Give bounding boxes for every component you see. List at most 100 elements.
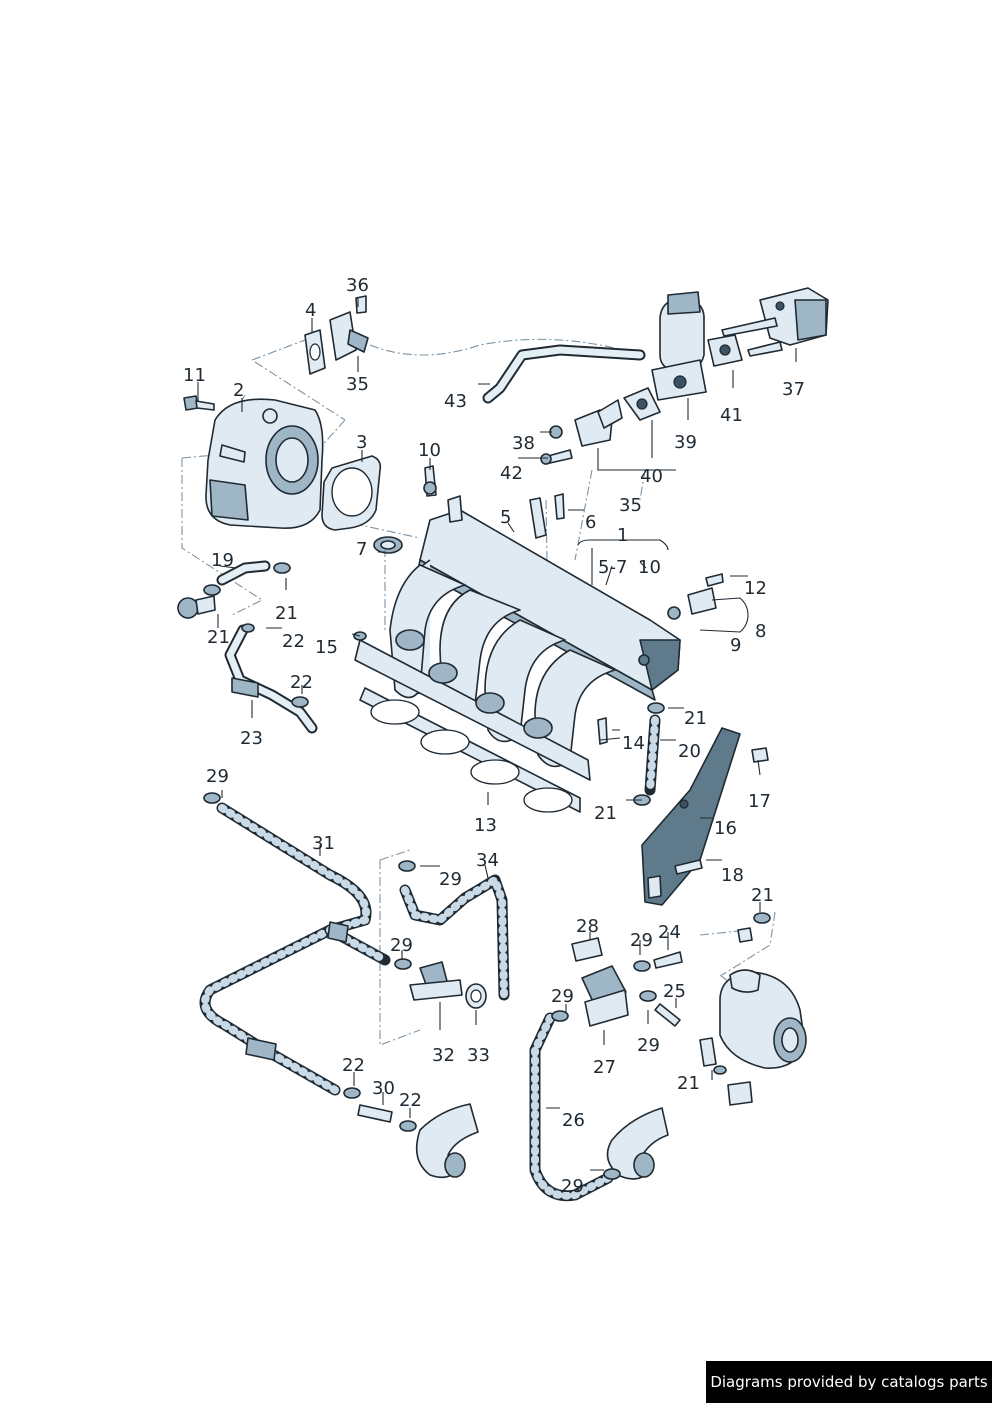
callout-21-manifold: 21 — [684, 708, 707, 729]
valve-left — [177, 595, 216, 619]
vacuum-hose-23 — [224, 624, 318, 734]
callout-37: 37 — [782, 379, 805, 400]
callout-30: 30 — [372, 1078, 395, 1099]
callout-31: 31 — [312, 833, 335, 854]
seal-7 — [373, 536, 403, 554]
callout-29-bottom: 29 — [561, 1176, 584, 1197]
callout-39: 39 — [674, 432, 697, 453]
support-bracket-16 — [641, 727, 741, 906]
gasket-4 — [304, 329, 326, 375]
callout-29-mid: 29 — [439, 869, 462, 890]
bracket-5 — [529, 497, 547, 539]
callout-38: 38 — [512, 433, 535, 454]
callout-14: 14 — [622, 733, 645, 754]
callout-19: 19 — [211, 550, 234, 571]
callout-6: 6 — [585, 512, 597, 533]
vacuum-hose-26 — [529, 1012, 614, 1202]
intake-manifold — [354, 495, 681, 781]
callout-1: 1 — [617, 525, 629, 546]
callout-5: 5 — [500, 507, 512, 528]
connector-30 — [357, 1104, 393, 1123]
vacuum-hose-19 — [216, 560, 271, 586]
callout-18: 18 — [721, 865, 744, 886]
bolt-6 — [554, 493, 565, 520]
turbocharger — [699, 927, 807, 1106]
callout-22-left: 22 — [282, 631, 305, 652]
bolt-17 — [751, 747, 769, 763]
egr-elbow-35 — [329, 295, 369, 361]
connector-25 — [654, 1003, 681, 1027]
callout-21-clamp: 21 — [275, 603, 298, 624]
callout-8: 8 — [755, 621, 767, 642]
callout-24: 24 — [658, 922, 681, 943]
callout-33: 33 — [467, 1045, 490, 1066]
vacuum-line-31 — [199, 802, 391, 1096]
callout-21-left: 21 — [207, 627, 230, 648]
callout-9: 9 — [730, 635, 742, 656]
solenoid-valve-32 — [409, 961, 463, 1001]
callout-29-right-b: 29 — [551, 986, 574, 1007]
callout-2: 2 — [233, 380, 245, 401]
callout-41: 41 — [720, 405, 743, 426]
callout-28: 28 — [576, 916, 599, 937]
callout-40: 40 — [640, 466, 663, 487]
callout-35-manifold: 35 — [619, 495, 642, 516]
gasket-3 — [321, 455, 382, 531]
manifold-gasket-13 — [359, 687, 581, 813]
callout-10-manifold: 10 — [638, 557, 661, 578]
air-duct-right — [606, 1107, 669, 1180]
egr-valve — [651, 291, 707, 401]
callout-43: 43 — [444, 391, 467, 412]
callout-26: 26 — [562, 1110, 585, 1131]
air-duct-left — [415, 1103, 479, 1179]
leader-lines — [197, 298, 797, 1171]
callout-34: 34 — [476, 850, 499, 871]
callout-5-7: 5-7 — [598, 557, 628, 578]
callout-29-right-c: 29 — [637, 1035, 660, 1056]
bolt-14 — [597, 717, 608, 745]
callout-7: 7 — [356, 539, 368, 560]
callout-42: 42 — [500, 463, 523, 484]
callout-3: 3 — [356, 432, 368, 453]
callout-22-hose: 22 — [290, 672, 313, 693]
vacuum-line-34 — [399, 874, 510, 1001]
gasket-41 — [707, 334, 743, 367]
callout-21-turbo-bottom: 21 — [677, 1073, 700, 1094]
bolt-11 — [183, 395, 215, 411]
callout-21-lower: 21 — [594, 803, 617, 824]
callout-11: 11 — [183, 365, 206, 386]
egr-flange-37 — [721, 287, 829, 357]
throttle-body — [205, 398, 324, 529]
egr-pipe-43 — [482, 344, 646, 404]
callout-17: 17 — [748, 791, 771, 812]
callout-21-turbo-top: 21 — [751, 885, 774, 906]
hose-20 — [644, 714, 661, 796]
bolt-18 — [674, 859, 703, 875]
callout-35-elbow: 35 — [346, 374, 369, 395]
bolt-42 — [540, 449, 573, 465]
callout-23: 23 — [240, 728, 263, 749]
connector-24 — [653, 951, 683, 969]
callout-22-bottom-b: 22 — [399, 1090, 422, 1111]
callout-36: 36 — [346, 275, 369, 296]
ring-33 — [465, 983, 487, 1009]
callout-29-top: 29 — [206, 766, 229, 787]
callout-20: 20 — [678, 741, 701, 762]
callout-4: 4 — [305, 300, 317, 321]
callout-15: 15 — [315, 637, 338, 658]
gasket-40 — [574, 387, 661, 447]
callout-12: 12 — [744, 578, 767, 599]
callout-27: 27 — [593, 1057, 616, 1078]
callout-29-valve: 29 — [390, 935, 413, 956]
callout-13: 13 — [474, 815, 497, 836]
callout-10-sensor: 10 — [418, 440, 441, 461]
solenoid-valve-27 — [571, 937, 629, 1027]
callout-22-bottom-a: 22 — [342, 1055, 365, 1076]
credit-banner: Diagrams provided by catalogs parts — [706, 1361, 992, 1403]
callout-29-right-a: 29 — [630, 930, 653, 951]
callout-25: 25 — [663, 981, 686, 1002]
sensor-10 — [423, 465, 437, 497]
callout-32: 32 — [432, 1045, 455, 1066]
flange-8 — [667, 573, 724, 620]
